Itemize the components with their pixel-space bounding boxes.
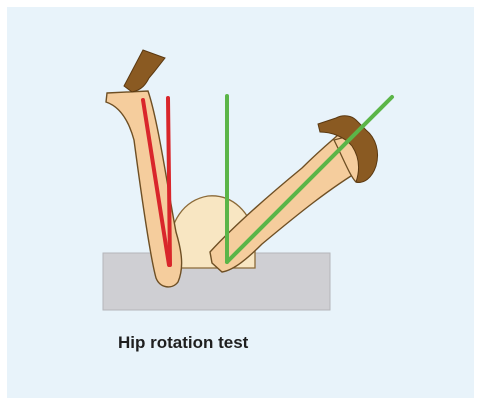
left-shoe xyxy=(124,50,165,92)
red-line-leg-axis xyxy=(168,98,170,265)
figure-caption: Hip rotation test xyxy=(118,333,338,353)
